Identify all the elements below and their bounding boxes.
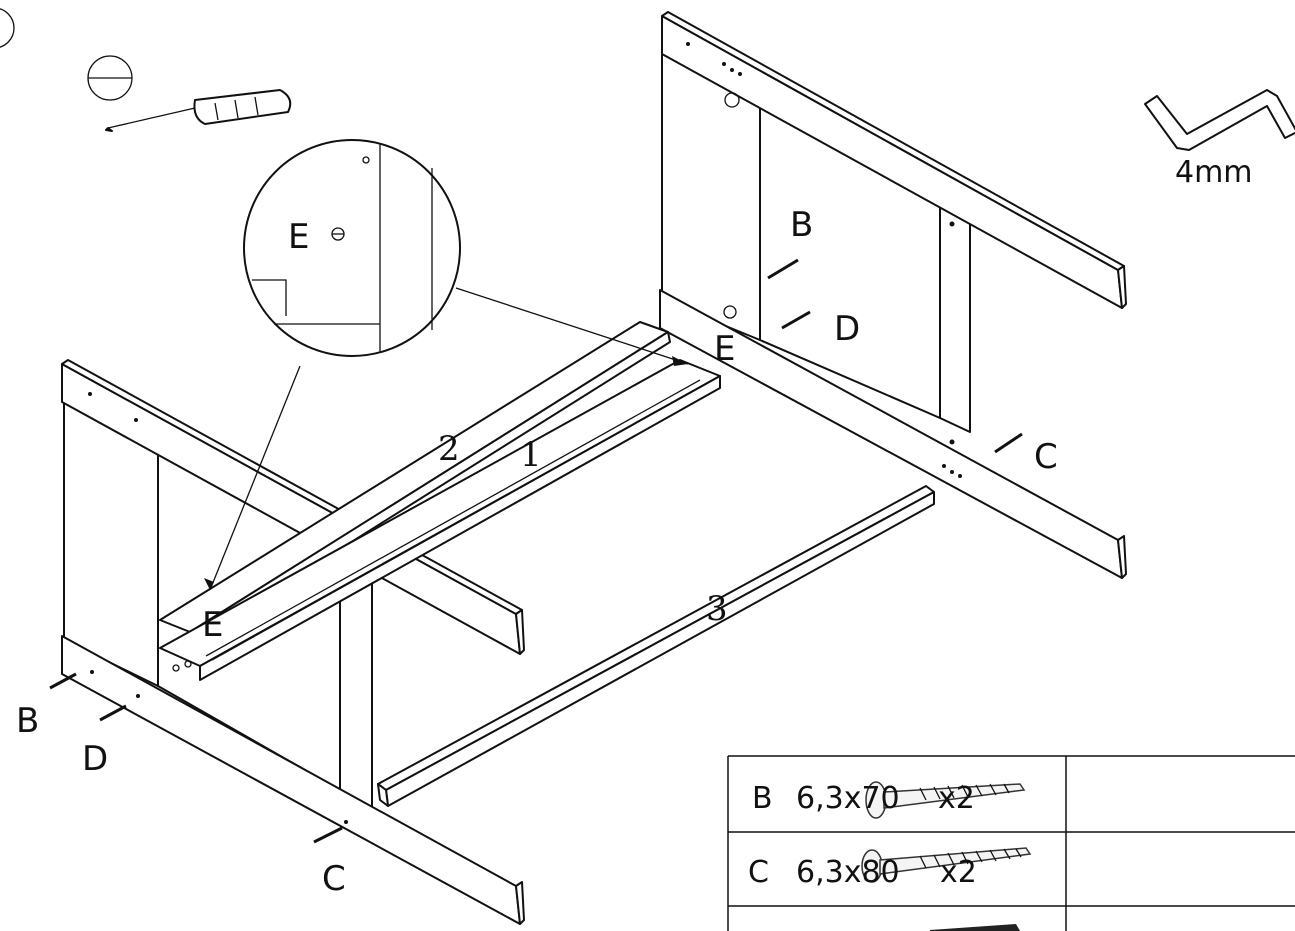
- label-left-D: D: [82, 739, 108, 779]
- label-right-C: C: [1034, 437, 1058, 477]
- flat-screwdriver-icon: [87, 55, 292, 132]
- label-right-E: E: [714, 329, 735, 369]
- wood-screw-icon: [861, 847, 1032, 883]
- rail-1: [159, 359, 721, 681]
- label-right-D: D: [834, 309, 860, 349]
- table-row-C-letter: C: [748, 855, 769, 890]
- part-number-2: 2: [438, 429, 460, 469]
- detail-label-E: E: [288, 217, 309, 257]
- hex-key-icon: [1144, 89, 1295, 151]
- detail-magnifier: [204, 139, 689, 591]
- table-row-C-spec: 6,3x80: [796, 855, 900, 890]
- label-left-E: E: [202, 605, 223, 645]
- table-row-B-qty: x2: [938, 781, 975, 816]
- dowel-icon: [930, 924, 1020, 931]
- label-left-B: B: [16, 701, 39, 741]
- right-end-panel: [659, 11, 1127, 579]
- hex-key-size-label: 4mm: [1175, 155, 1253, 190]
- rail-3: [377, 485, 935, 807]
- table-row-C-qty: x2: [940, 855, 977, 890]
- parts-table: B 6,3x70 x2 C 6,3x80 x2: [727, 755, 1295, 931]
- table-row-B-spec: 6,3x70: [796, 781, 900, 816]
- label-right-B: B: [790, 205, 813, 245]
- part-number-3: 3: [706, 589, 728, 629]
- part-number-1: 1: [520, 435, 542, 475]
- table-row-B-letter: B: [752, 781, 773, 816]
- wood-screw-icon: [865, 781, 1026, 819]
- label-left-C: C: [322, 859, 346, 899]
- step-circle: [0, 8, 15, 48]
